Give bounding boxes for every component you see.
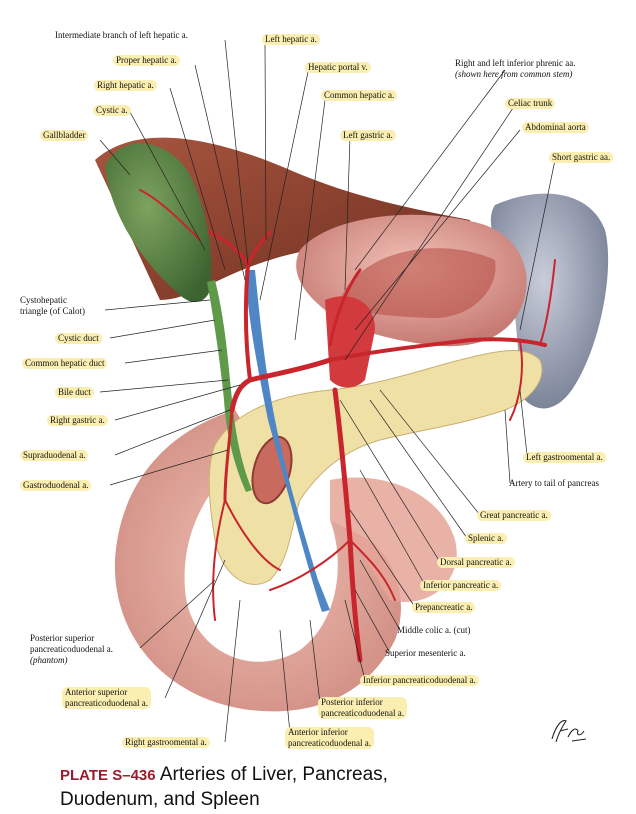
gallbladder [105, 143, 212, 302]
label-proper-hepatic: Proper hepatic a. [113, 55, 180, 66]
netter-signature [551, 720, 587, 743]
label-posterior-superior-line3: (phantom) [30, 655, 68, 665]
label-common-hepatic: Common hepatic a. [321, 90, 398, 101]
label-artery-tail-pancreas: Artery to tail of pancreas [509, 478, 599, 488]
label-great-pancreatic: Great pancreatic a. [477, 510, 551, 521]
portal-vein [245, 270, 330, 612]
label-posterior-inferior-line2: pancreaticoduodenal a. [321, 708, 404, 718]
label-inferior-pancreatic: Inferior pancreatic a. [420, 580, 502, 591]
label-short-gastric: Short gastric aa. [549, 152, 614, 163]
label-left-gastroomental: Left gastroomental a. [523, 452, 606, 463]
label-right-gastric: Right gastric a. [47, 415, 108, 426]
label-middle-colic: Middle colic a. (cut) [397, 625, 471, 635]
label-posterior-inferior-pd: Posterior inferior pancreaticoduodenal a… [318, 697, 407, 719]
bile-duct [207, 280, 252, 492]
label-supraduodenal: Supraduodenal a. [20, 450, 89, 461]
caption-title-line2: Duodenum, and Spleen [60, 789, 260, 810]
label-calot: Cystohepatic triangle (of Calot) [20, 295, 85, 317]
label-splenic: Splenic a. [465, 533, 507, 544]
anatomy-illustration [95, 39, 609, 743]
caption-line1: PLATE S–436 Arteries of Liver, Pancreas, [60, 763, 580, 788]
plate-caption: PLATE S–436 Arteries of Liver, Pancreas,… [60, 763, 580, 812]
label-cystic-duct: Cystic duct [55, 333, 102, 344]
abdominal-aorta [325, 296, 375, 388]
label-intermediate-branch: Intermediate branch of left hepatic a. [55, 30, 188, 40]
label-inferior-pancreaticoduodenal: Inferior pancreaticoduodenal a. [360, 675, 479, 686]
caption-title-line1: Arteries of Liver, Pancreas, [159, 764, 388, 785]
label-prepancreatic: Prepancreatic a. [412, 602, 476, 613]
label-right-hepatic: Right hepatic a. [94, 80, 157, 91]
label-phrenic-line2: (shown here from common stem) [455, 69, 573, 79]
label-right-gastroomental: Right gastroomental a. [122, 737, 210, 748]
label-dorsal-pancreatic: Dorsal pancreatic a. [437, 557, 515, 568]
label-anterior-superior-line1: Anterior superior [65, 687, 128, 697]
label-gastroduodenal: Gastroduodenal a. [20, 480, 92, 491]
duodenum [114, 410, 401, 712]
leader-lines [99, 39, 556, 743]
label-left-hepatic: Left hepatic a. [262, 34, 320, 45]
label-calot-line2: triangle (of Calot) [20, 306, 85, 316]
label-anterior-inferior-line2: pancreaticoduodenal a. [288, 738, 371, 748]
pancreas [208, 350, 543, 585]
label-superior-mesenteric: Superior mesenteric a. [385, 648, 466, 658]
label-celiac-trunk: Celiac trunk [505, 98, 556, 109]
label-abdominal-aorta: Abdominal aorta [522, 122, 589, 133]
label-left-gastric: Left gastric a. [340, 130, 396, 141]
label-anterior-superior-line2: pancreaticoduodenal a. [65, 698, 148, 708]
label-gallbladder: Gallbladder [40, 130, 89, 141]
arteries [139, 189, 556, 663]
label-common-hepatic-duct: Common hepatic duct [22, 358, 108, 369]
label-bile-duct: Bile duct [55, 387, 94, 398]
label-posterior-inferior-line1: Posterior inferior [321, 697, 383, 707]
label-posterior-superior-pd: Posterior superior pancreaticoduodenal a… [30, 633, 113, 666]
plate-number: PLATE S–436 [60, 767, 156, 784]
label-hepatic-portal: Hepatic portal v. [305, 62, 371, 73]
label-anterior-inferior-pd: Anterior inferior pancreaticoduodenal a. [285, 727, 374, 749]
label-cystic-a: Cystic a. [93, 105, 131, 116]
label-calot-line1: Cystohepatic [20, 295, 67, 305]
label-phrenic: Right and left inferior phrenic aa. (sho… [455, 58, 575, 80]
label-anterior-inferior-line1: Anterior inferior [288, 727, 348, 737]
label-posterior-superior-line1: Posterior superior [30, 633, 95, 643]
label-posterior-superior-line2: pancreaticoduodenal a. [30, 644, 113, 654]
label-anterior-superior-pd: Anterior superior pancreaticoduodenal a. [62, 687, 151, 709]
label-phrenic-line1: Right and left inferior phrenic aa. [455, 58, 576, 68]
